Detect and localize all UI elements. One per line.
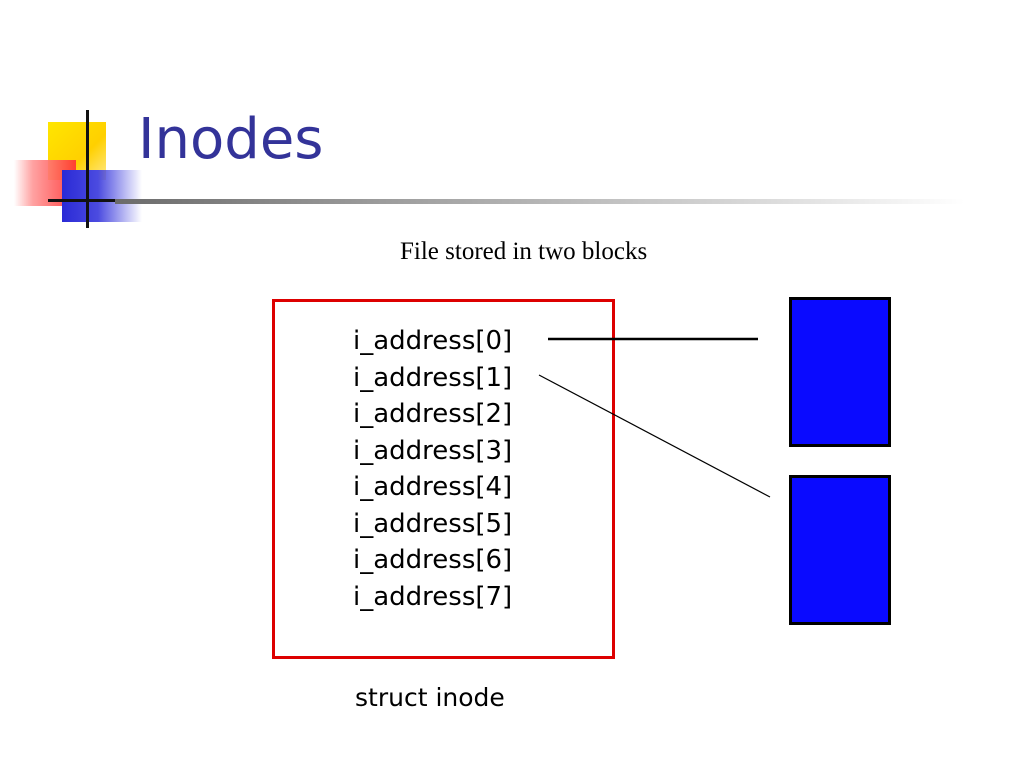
address-entry: i_address[5] — [353, 508, 513, 539]
disk-block-1 — [789, 475, 891, 625]
address-entry: i_address[2] — [353, 399, 513, 429]
title-underline — [115, 199, 965, 204]
address-entry: i_address[6] — [353, 545, 513, 575]
slide-title: Inodes — [138, 107, 324, 172]
address-entry: i_address[1] — [353, 362, 513, 393]
diagram-caption-top: File stored in two blocks — [400, 238, 648, 265]
pointer-line-1 — [538, 374, 771, 498]
address-entry: i_address[3] — [353, 435, 513, 466]
address-entry: i_address[7] — [353, 581, 513, 612]
address-entry: i_address[0] — [353, 326, 513, 356]
logo-vertical-line — [86, 110, 89, 228]
logo-blue-square — [62, 170, 142, 222]
address-entry: i_address[4] — [353, 472, 513, 502]
address-list: i_address[0] i_address[1] i_address[2] i… — [353, 323, 512, 615]
logo-horizontal-line — [48, 199, 118, 202]
diagram-caption-bottom: struct inode — [355, 683, 505, 712]
slide-logo — [0, 0, 150, 240]
disk-block-0 — [789, 297, 891, 447]
inode-struct-box — [272, 299, 615, 659]
